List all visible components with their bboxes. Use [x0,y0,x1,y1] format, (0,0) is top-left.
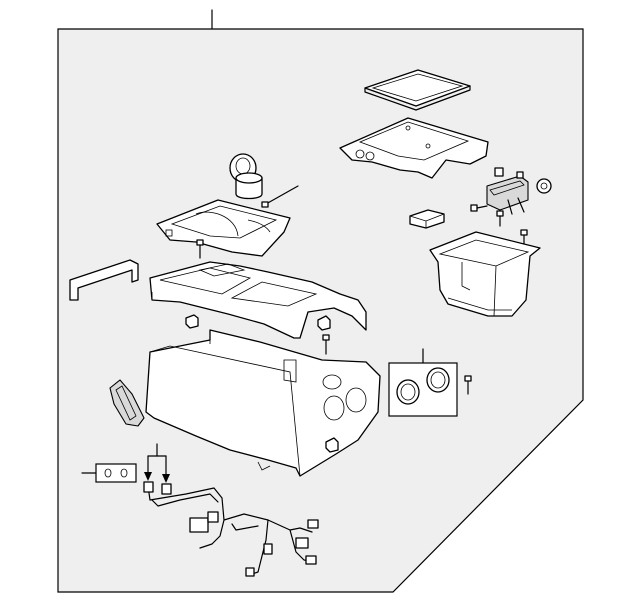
bezel-screw [196,239,204,259]
cup-holder [229,153,263,200]
latch-block [409,209,445,229]
handle [69,259,139,301]
clip-left [185,314,199,329]
connector-callout [81,463,137,483]
side-pad [109,379,145,427]
cup-insert-callout [388,348,458,417]
insert-screw [464,375,472,395]
lid-pad [364,69,471,111]
panel-screw [322,334,330,355]
console-body [145,329,381,477]
small-screw [496,210,504,227]
hinge-bracket [486,167,529,215]
shifter-bezel [156,199,291,257]
clip-right [317,315,331,331]
long-screw [261,185,299,208]
hinge-bolt [470,204,488,212]
grommet [536,178,552,194]
wiring-harness [143,481,319,577]
body-clip [325,437,339,453]
console-lid [339,117,489,179]
storage-bin [429,231,541,317]
console-top-panel [149,261,367,339]
connector-leaders [144,443,170,483]
